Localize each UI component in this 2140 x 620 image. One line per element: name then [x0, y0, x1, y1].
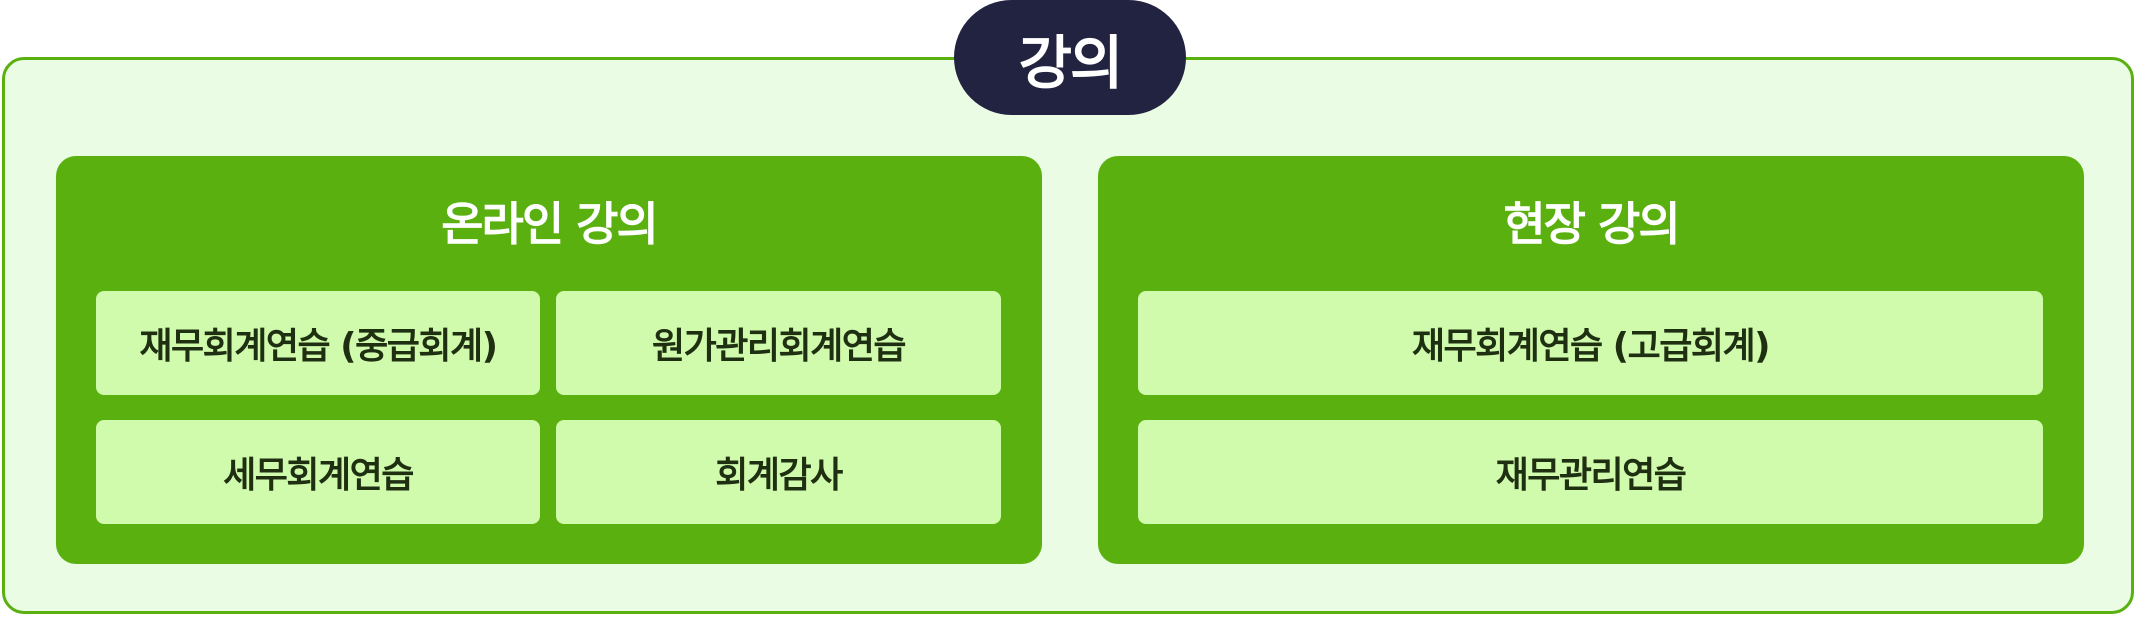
lecture-title-badge: 강의 — [954, 0, 1186, 115]
online-lecture-item: 세무회계연습 — [96, 420, 540, 524]
online-lecture-item-label: 세무회계연습 — [223, 455, 414, 496]
online-lecture-item-label: 재무회계연습 (중급회계) — [139, 326, 498, 367]
onsite-lecture-item: 재무회계연습 (고급회계) — [1138, 291, 2043, 395]
online-lecture-item: 재무회계연습 (중급회계) — [96, 291, 540, 395]
online-lecture-item: 회계감사 — [556, 420, 1001, 524]
onsite-lecture-item-label: 재무관리연습 — [1495, 455, 1687, 496]
online-lecture-item-label: 원가관리회계연습 — [652, 326, 906, 367]
onsite-lecture-title: 현장 강의 — [1503, 197, 1680, 251]
onsite-lecture-panel: 현장 강의 재무회계연습 (고급회계) 재무관리연습 — [1098, 156, 2084, 564]
onsite-lecture-item: 재무관리연습 — [1138, 420, 2043, 524]
onsite-lecture-item-label: 재무회계연습 (고급회계) — [1411, 326, 1771, 367]
lecture-title: 강의 — [1018, 28, 1124, 97]
online-lecture-panel: 온라인 강의 재무회계연습 (중급회계) 원가관리회계연습 세무회계연습 회계감… — [56, 156, 1042, 564]
online-lecture-title: 온라인 강의 — [441, 197, 659, 251]
online-lecture-item: 원가관리회계연습 — [556, 291, 1001, 395]
online-lecture-item-label: 회계감사 — [715, 455, 843, 496]
